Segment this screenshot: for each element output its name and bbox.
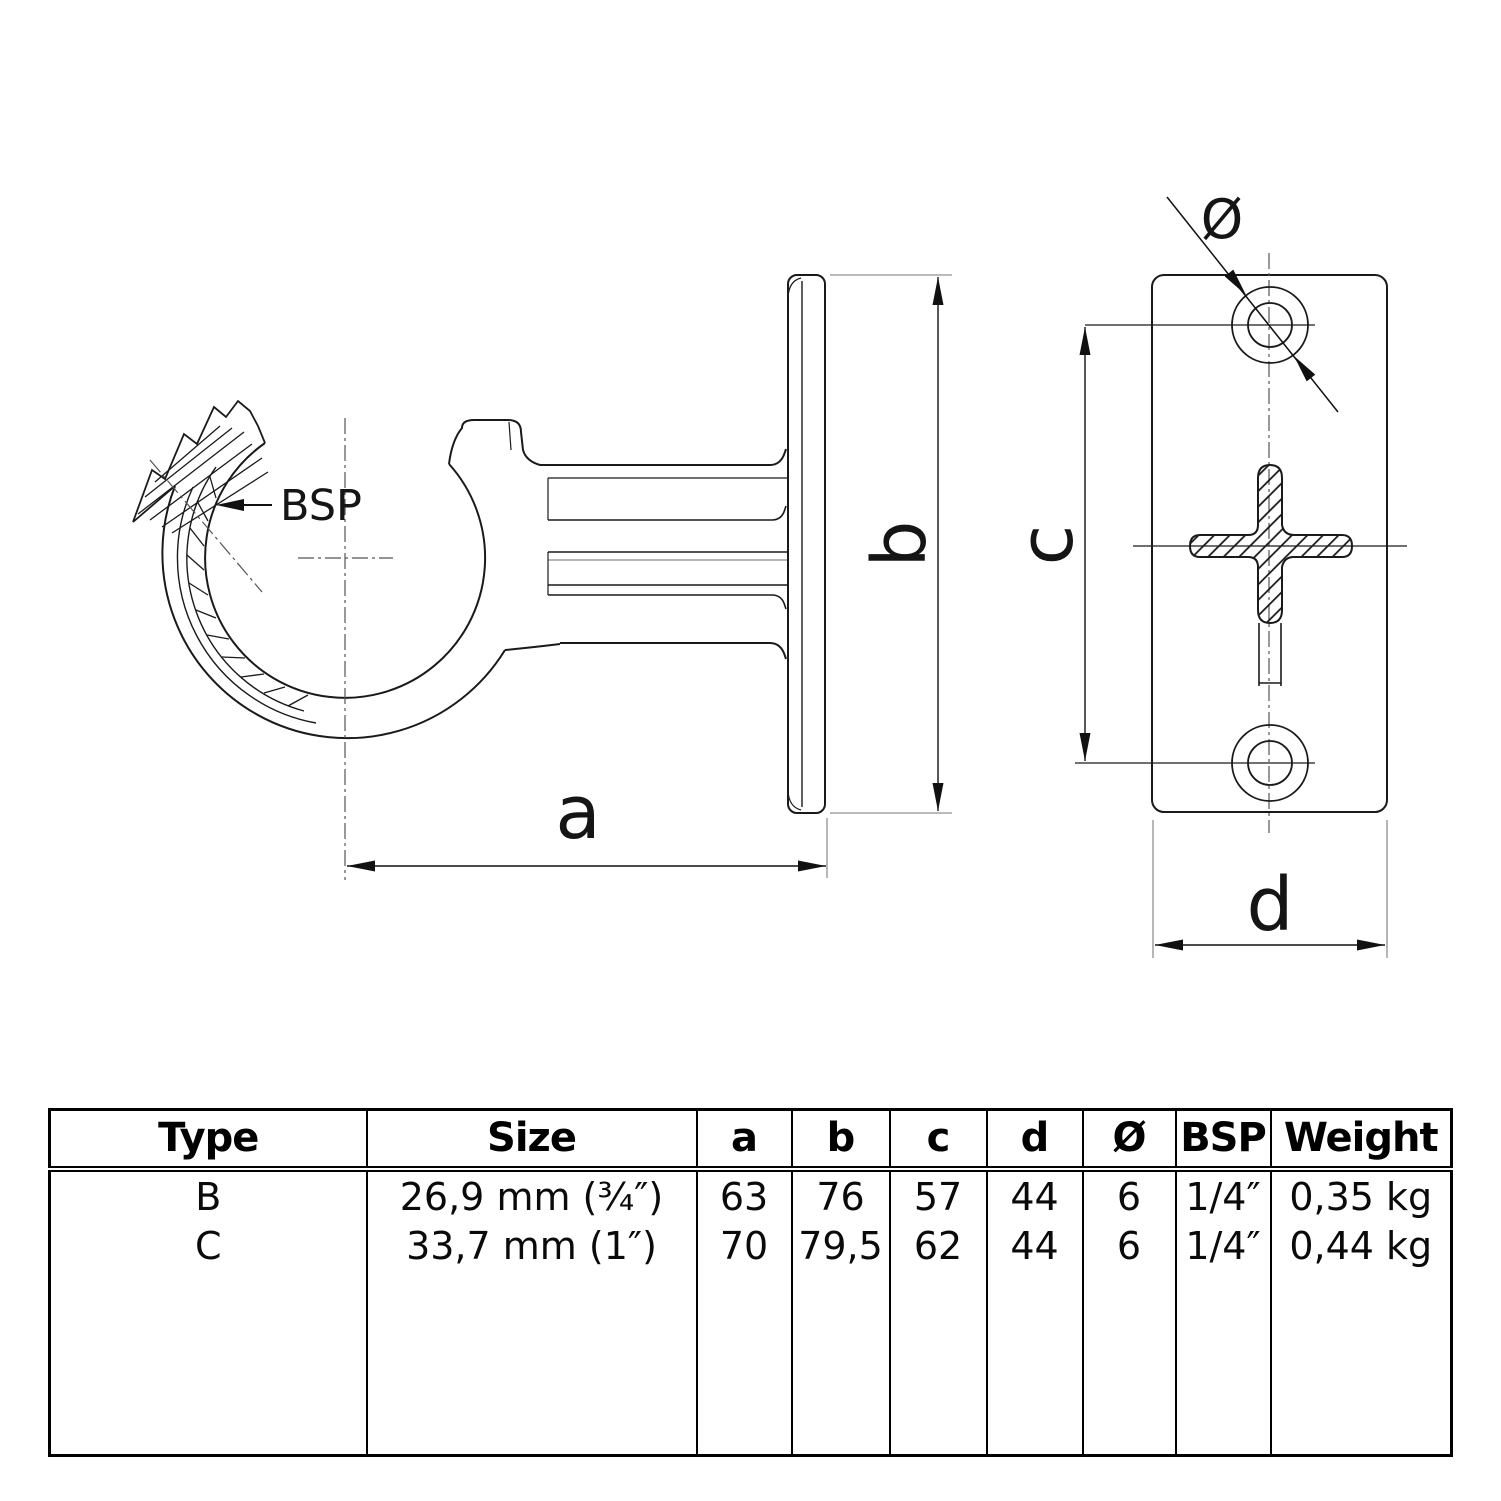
table-row-b: B 26,9 mm (¾″) 63 76 57 44 6 1/4″ 0,35 k…	[48, 1168, 1453, 1223]
cup-thread-hatch	[186, 476, 309, 707]
cell-b-size: 26,9 mm (¾″)	[365, 1168, 698, 1223]
cell-b-d: 44	[985, 1168, 1084, 1223]
dimension-a: a	[347, 770, 828, 878]
col-header-a: a	[695, 1109, 793, 1172]
stem	[540, 448, 788, 660]
table-row-c: C 33,7 mm (1″) 70 79,5 62 44 6 1/4″ 0,44…	[48, 1222, 1453, 1270]
dimension-d: d	[1152, 820, 1388, 958]
dimension-b: b	[830, 274, 952, 814]
bsp-arrowhead	[216, 499, 244, 511]
cell-c-size: 33,7 mm (1″)	[365, 1222, 698, 1270]
cell-c-diameter: 6	[1081, 1222, 1177, 1270]
table-filler-row	[48, 1269, 1453, 1456]
diameter-callout: Ø	[1166, 188, 1339, 413]
header-row: Type Size a b c d Ø BSP Weight	[48, 1109, 1453, 1172]
bsp-label: BSP	[280, 481, 362, 531]
col-header-type: Type	[48, 1109, 368, 1172]
bsp-boss	[132, 399, 269, 593]
cell-b-weight: 0,35 kg	[1269, 1168, 1453, 1223]
col-header-d: d	[985, 1109, 1084, 1172]
spec-table: Type Size a b c d Ø BSP Weight B 26,9 mm…	[48, 1108, 1453, 1457]
dim-label-b: b	[857, 521, 943, 568]
dim-label-d: d	[1247, 862, 1294, 948]
cell-b-bsp: 1/4″	[1174, 1168, 1272, 1223]
bsp-callout: BSP	[216, 481, 362, 531]
dim-label-a: a	[555, 770, 600, 856]
cell-c-a: 70	[695, 1222, 793, 1270]
cell-c-d: 44	[985, 1222, 1084, 1270]
cell-c-b: 79,5	[790, 1222, 891, 1270]
col-header-size: Size	[365, 1109, 698, 1172]
col-header-c: c	[888, 1109, 988, 1172]
cell-b-b: 76	[790, 1168, 891, 1223]
cell-c-weight: 0,44 kg	[1269, 1222, 1453, 1270]
cell-b-a: 63	[695, 1168, 793, 1223]
col-header-weight: Weight	[1269, 1109, 1453, 1172]
cell-c-bsp: 1/4″	[1174, 1222, 1272, 1270]
cell-b-type: B	[48, 1168, 368, 1223]
dimension-c: c	[1004, 327, 1091, 761]
cell-c-c: 62	[888, 1222, 988, 1270]
dim-label-diameter: Ø	[1201, 188, 1244, 251]
hook-prong	[448, 419, 541, 466]
front-view	[1075, 253, 1407, 833]
col-header-b: b	[790, 1109, 891, 1172]
cell-b-c: 57	[888, 1168, 988, 1223]
cell-c-type: C	[48, 1222, 368, 1270]
side-view	[132, 274, 826, 880]
wall-plate-side	[787, 274, 826, 814]
dim-label-c: c	[1004, 525, 1090, 566]
stem-cross-section	[1188, 463, 1354, 625]
col-header-diameter: Ø	[1081, 1109, 1177, 1172]
col-header-bsp: BSP	[1174, 1109, 1272, 1172]
cell-b-diameter: 6	[1081, 1168, 1177, 1223]
rib-tail	[1258, 623, 1282, 686]
